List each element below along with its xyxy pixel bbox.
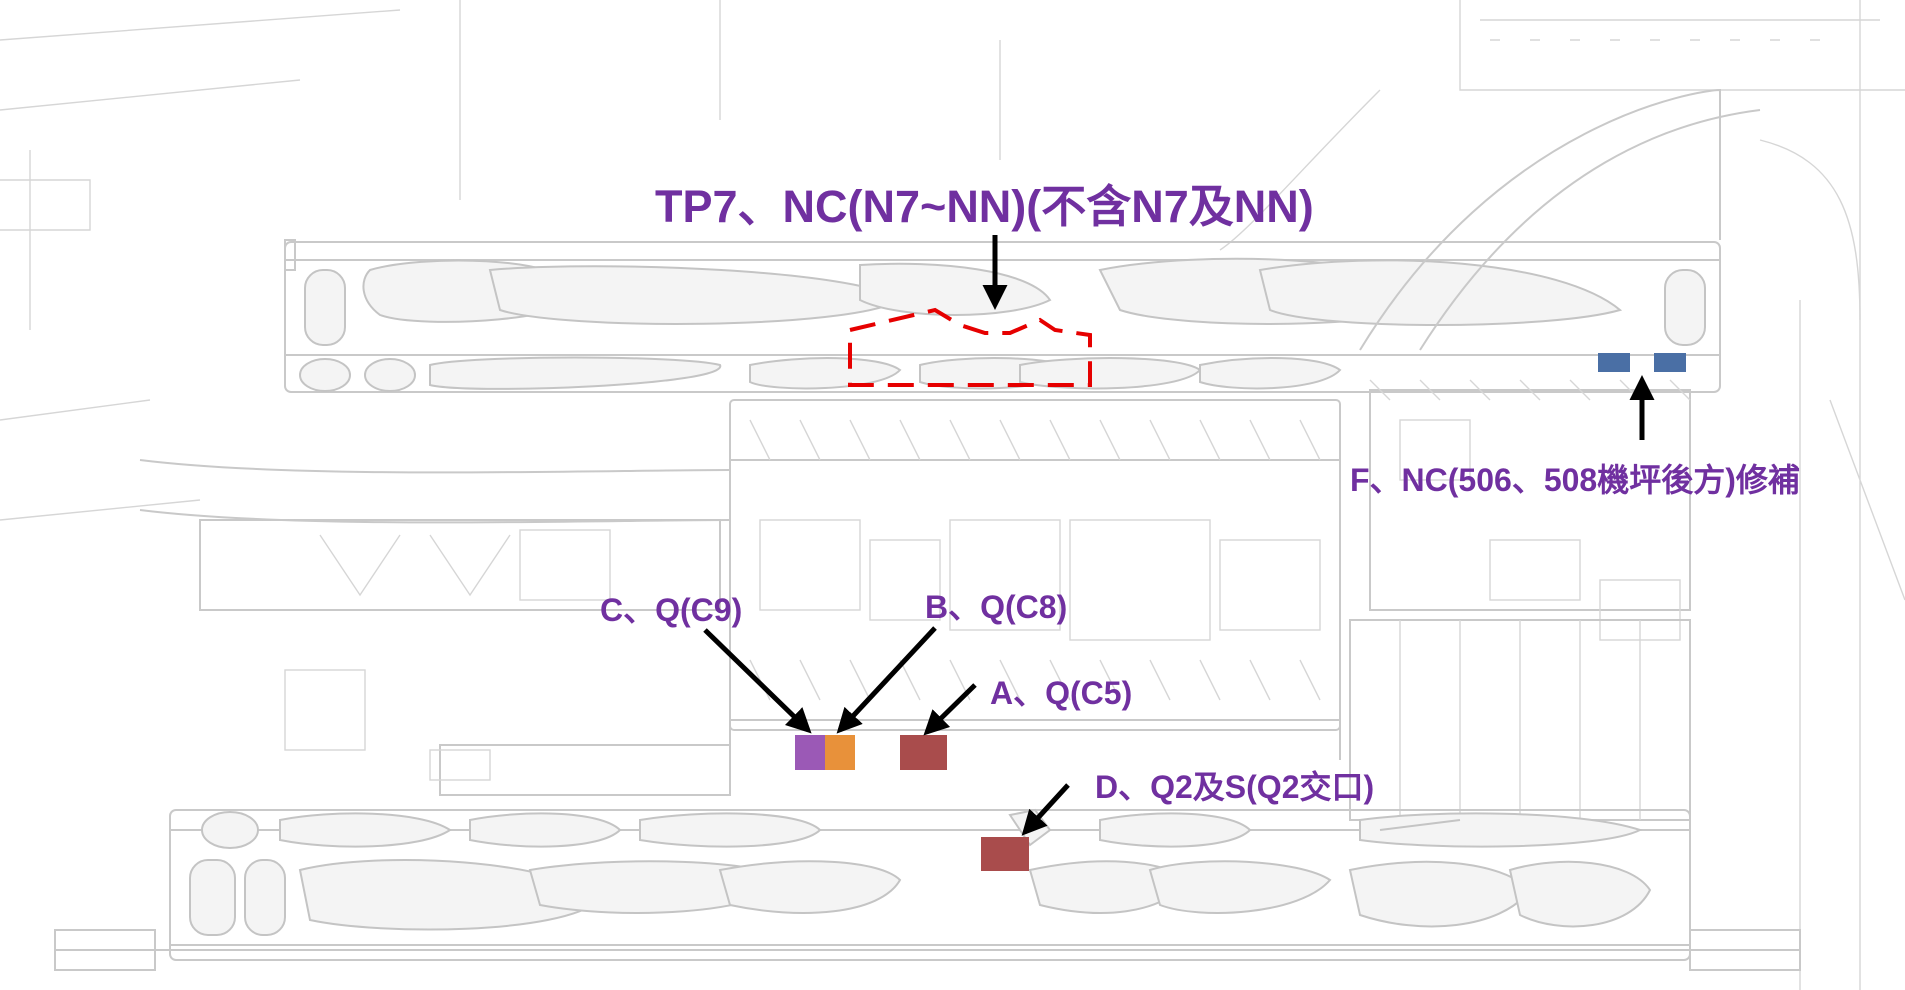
label-tp7: TP7、NC(N7~NN)(不含N7及NN) — [655, 181, 1314, 232]
area-f-right — [1654, 353, 1686, 372]
arrow-d — [1021, 783, 1070, 836]
arrow-a — [923, 683, 977, 736]
arrow-c — [703, 628, 812, 734]
area-d — [981, 837, 1029, 871]
area-c — [795, 735, 825, 770]
area-f-left — [1598, 353, 1630, 372]
label-f: F、NC(506、508機坪後方)修補 — [1350, 462, 1800, 498]
terminal-area — [139, 379, 1691, 821]
label-b: B、Q(C8) — [925, 589, 1068, 625]
label-d: D、Q2及S(Q2交口) — [1095, 769, 1375, 805]
area-b — [825, 735, 855, 770]
arrow-b — [836, 626, 937, 734]
north-runway — [284, 88, 1761, 393]
area-a — [900, 735, 947, 770]
tp7-dashed-outline — [848, 307, 1092, 387]
south-runway — [54, 808, 1801, 971]
label-c: C、Q(C9) — [600, 592, 743, 628]
label-a: A、Q(C5) — [990, 675, 1133, 711]
